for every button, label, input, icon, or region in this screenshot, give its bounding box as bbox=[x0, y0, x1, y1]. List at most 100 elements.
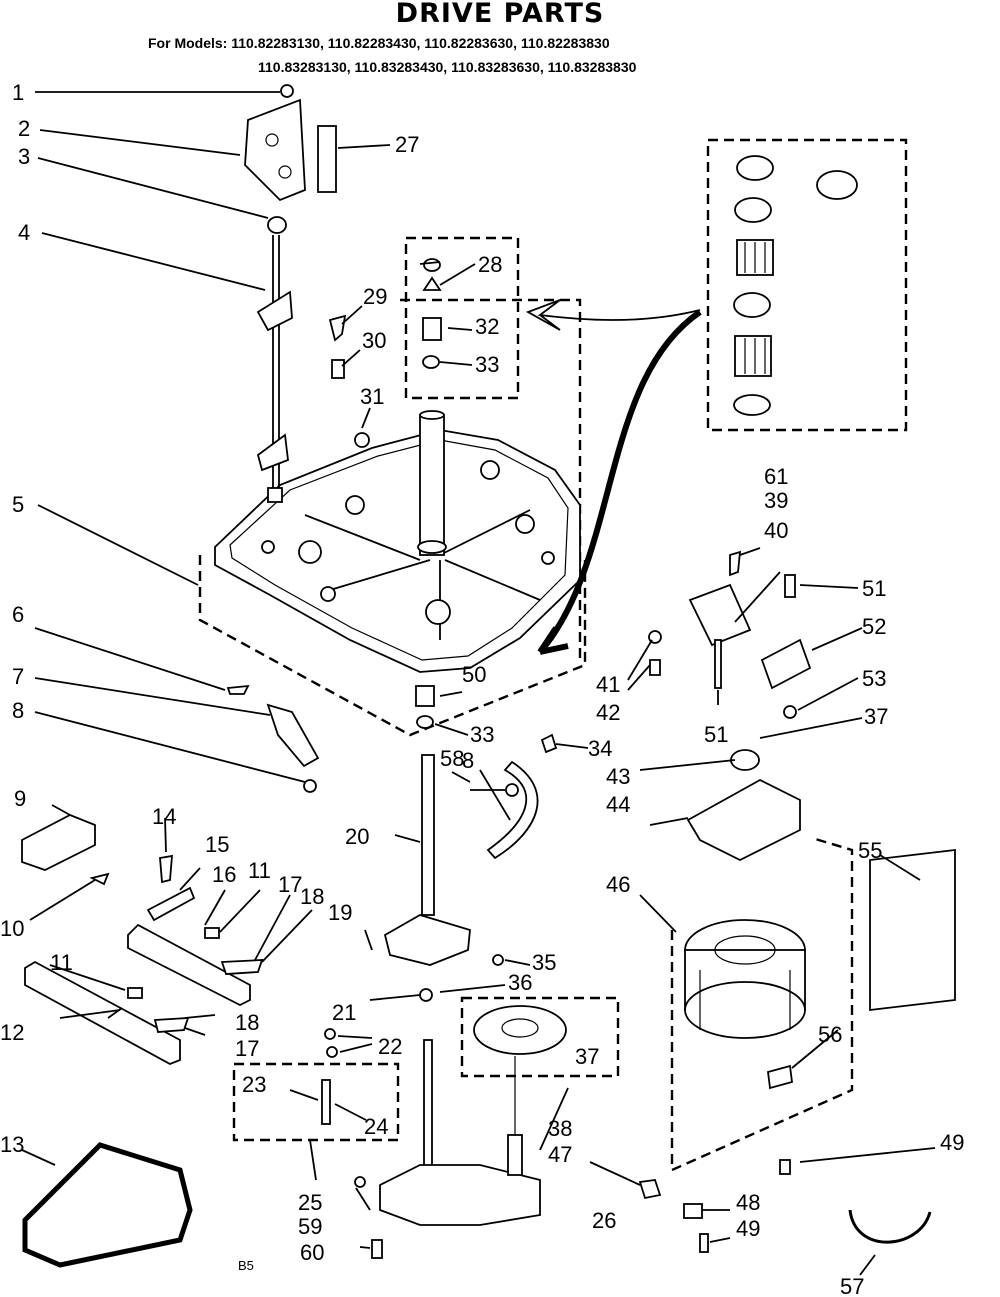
clip-part-26 bbox=[638, 1179, 662, 1200]
bracket-hole bbox=[278, 165, 292, 179]
pin-part-6 bbox=[226, 684, 250, 695]
bracket-hole bbox=[265, 133, 279, 147]
nut-part-53 bbox=[783, 705, 797, 719]
transmission-assembly bbox=[379, 1164, 541, 1226]
curved-arrow-to-bottom bbox=[537, 309, 702, 655]
motor-mount-part-44 bbox=[686, 778, 801, 862]
label-part-11a: 11 bbox=[248, 858, 271, 883]
label-part-48: 48 bbox=[736, 1190, 760, 1215]
part-number-labels: 1 2 3 4 5 6 7 8 8 9 10 11 11 12 13 14 15… bbox=[0, 80, 964, 1297]
label-part-15: 15 bbox=[205, 832, 229, 857]
nut-part-35 bbox=[492, 954, 504, 966]
spring-part-17a bbox=[220, 959, 264, 975]
label-part-7: 7 bbox=[12, 664, 24, 689]
label-part-51b: 51 bbox=[704, 722, 728, 747]
label-part-58: 58 bbox=[440, 746, 464, 771]
bushing-part-11a bbox=[204, 927, 220, 939]
label-part-17a: 17 bbox=[278, 872, 302, 897]
label-part-40: 40 bbox=[764, 518, 788, 543]
clamp-part-57 bbox=[848, 1209, 932, 1244]
bolt-part-51a bbox=[784, 574, 796, 598]
label-part-3: 3 bbox=[18, 144, 30, 169]
label-part-34: 34 bbox=[588, 736, 612, 761]
label-part-4: 4 bbox=[18, 220, 30, 245]
bracket-part-2 bbox=[244, 98, 306, 202]
group-box-23-24 bbox=[232, 1062, 400, 1142]
shaft-part-47 bbox=[507, 1134, 523, 1176]
label-part-10: 10 bbox=[0, 916, 24, 941]
nut-part-22a bbox=[324, 1028, 336, 1040]
label-part-23: 23 bbox=[242, 1072, 266, 1097]
label-part-55: 55 bbox=[858, 838, 882, 863]
nut-part-8a bbox=[303, 779, 317, 793]
label-part-12: 12 bbox=[0, 1020, 24, 1045]
label-part-26: 26 bbox=[592, 1208, 616, 1233]
label-part-52: 52 bbox=[862, 614, 886, 639]
label-part-1: 1 bbox=[12, 80, 24, 105]
washer-part-21 bbox=[419, 988, 433, 1002]
label-part-36: 36 bbox=[508, 970, 532, 995]
grommet-part-43 bbox=[730, 749, 760, 771]
screw-part-1 bbox=[280, 84, 294, 98]
pulley-hub bbox=[501, 1018, 539, 1038]
label-part-6: 6 bbox=[12, 602, 24, 627]
label-part-51a: 51 bbox=[862, 576, 886, 601]
clip-part-34 bbox=[540, 733, 558, 754]
screw-part-60 bbox=[371, 1239, 383, 1259]
curved-arrow-to-top bbox=[525, 299, 701, 331]
label-part-59: 59 bbox=[298, 1214, 322, 1239]
label-part-57: 57 bbox=[840, 1274, 864, 1297]
drive-shaft-lower bbox=[423, 1039, 433, 1181]
label-part-19: 19 bbox=[328, 900, 352, 925]
washer-part-33b bbox=[416, 715, 434, 729]
clutch-plate-assembly bbox=[383, 914, 471, 966]
bushing-part-50 bbox=[415, 685, 435, 707]
label-part-33b: 33 bbox=[470, 722, 494, 747]
label-part-2: 2 bbox=[18, 116, 30, 141]
label-part-22: 22 bbox=[378, 1034, 402, 1059]
label-part-18a: 18 bbox=[300, 884, 324, 909]
diagram-title: DRIVE PARTS bbox=[395, 0, 605, 29]
group-box-pulley-36-37 bbox=[460, 996, 620, 1078]
bracket-part-7 bbox=[266, 703, 320, 768]
washer-part-33 bbox=[422, 355, 440, 369]
label-part-32: 32 bbox=[475, 314, 499, 339]
bearing-kit-part-61 bbox=[733, 155, 858, 416]
label-part-49a: 49 bbox=[940, 1130, 964, 1155]
footer-code: B5 bbox=[238, 1258, 254, 1273]
spring-part-19 bbox=[364, 929, 373, 951]
label-part-44: 44 bbox=[606, 792, 630, 817]
label-part-25: 25 bbox=[298, 1190, 322, 1215]
pin-part-24 bbox=[321, 1079, 331, 1125]
label-part-46: 46 bbox=[606, 872, 630, 897]
drive-belt-part-13 bbox=[22, 1142, 193, 1268]
label-part-47: 47 bbox=[548, 1142, 572, 1167]
bracket-part-58 bbox=[486, 760, 539, 860]
clamp-part-52 bbox=[760, 638, 812, 690]
nut-part-8b bbox=[505, 783, 519, 797]
pulley-part-36 bbox=[473, 1005, 567, 1055]
label-part-49b: 49 bbox=[736, 1216, 760, 1241]
clip-part-10 bbox=[89, 872, 110, 886]
bumper-part-27 bbox=[317, 125, 337, 193]
label-part-41: 41 bbox=[596, 672, 620, 697]
group-box-5-base bbox=[198, 555, 587, 737]
label-part-8a: 8 bbox=[12, 698, 24, 723]
label-part-16: 16 bbox=[212, 862, 236, 887]
label-part-21: 21 bbox=[332, 1000, 356, 1025]
label-part-37b: 37 bbox=[864, 704, 888, 729]
bushing-part-32 bbox=[422, 317, 442, 341]
shift-shaft-part-4 bbox=[256, 235, 293, 503]
label-part-13: 13 bbox=[0, 1132, 24, 1157]
label-part-29: 29 bbox=[363, 284, 387, 309]
label-part-60: 60 bbox=[300, 1240, 324, 1265]
label-part-11b: 11 bbox=[50, 950, 73, 975]
washer-part-59 bbox=[354, 1176, 366, 1188]
nut-part-28 bbox=[423, 258, 441, 272]
label-part-61: 61 bbox=[764, 464, 788, 489]
label-part-37a: 37 bbox=[575, 1044, 599, 1069]
switch-part-56 bbox=[767, 1064, 793, 1090]
label-part-35: 35 bbox=[532, 950, 556, 975]
leader-lines bbox=[21, 91, 936, 1276]
